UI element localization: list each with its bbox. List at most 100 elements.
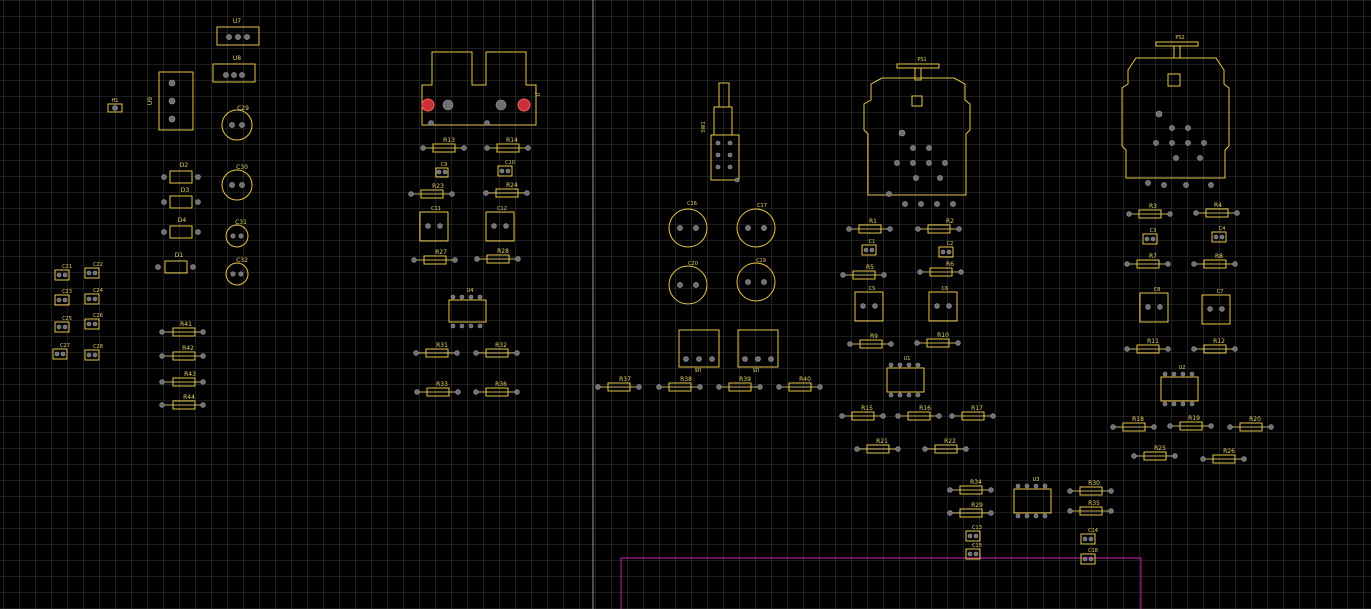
component-d4[interactable]: D4 xyxy=(161,217,201,239)
component-c15[interactable]: C15 xyxy=(965,543,982,560)
component-r3[interactable]: R3 xyxy=(1126,203,1173,219)
component-r37[interactable]: R37 xyxy=(595,376,642,392)
component-c7[interactable]: C7 xyxy=(1201,289,1231,325)
component-r28[interactable]: R28 xyxy=(474,248,521,264)
component-c24[interactable]: C24 xyxy=(84,288,103,305)
component-r41[interactable]: R41 xyxy=(159,321,206,337)
component-r26[interactable]: R26 xyxy=(1200,448,1247,464)
component-c26[interactable]: C26 xyxy=(84,313,103,330)
component-c21[interactable]: C21 xyxy=(54,264,72,281)
component-u3[interactable]: U3 xyxy=(1013,477,1052,519)
component-u8[interactable]: U8 xyxy=(212,55,256,83)
component-r14[interactable]: R14 xyxy=(484,137,531,153)
component-r4[interactable]: R4 xyxy=(1193,202,1240,218)
component-r10[interactable]: R10 xyxy=(914,332,961,348)
component-r11[interactable]: R11 xyxy=(1124,338,1171,354)
component-c4[interactable]: C4 xyxy=(1211,226,1227,243)
component-r20[interactable]: R20 xyxy=(1227,416,1274,432)
component-c14[interactable]: C14 xyxy=(1080,528,1098,545)
designator-r35: R35 xyxy=(1088,500,1100,507)
component-j1[interactable]: J1 xyxy=(421,51,540,126)
component-c27[interactable]: C27 xyxy=(52,343,70,360)
component-c25[interactable]: C25 xyxy=(54,316,72,333)
component-u1[interactable]: U1 xyxy=(886,356,925,398)
component-r35[interactable]: R35 xyxy=(1067,500,1114,516)
component-c1[interactable]: C1 xyxy=(861,239,877,256)
component-u7[interactable]: U7 xyxy=(216,18,260,46)
component-r15[interactable]: R15 xyxy=(839,405,886,421)
component-u5[interactable]: U5 xyxy=(737,329,779,372)
component-d1[interactable]: D1 xyxy=(155,252,196,274)
component-r32[interactable]: R32 xyxy=(473,342,520,358)
component-r27[interactable]: R27 xyxy=(411,249,458,265)
component-r42[interactable]: R42 xyxy=(159,345,206,361)
component-r16[interactable]: R16 xyxy=(895,405,942,421)
component-r17[interactable]: R17 xyxy=(949,405,996,421)
component-r29[interactable]: R29 xyxy=(947,502,994,518)
component-c31[interactable]: C31 xyxy=(225,219,249,248)
component-c16[interactable]: C16 xyxy=(668,201,708,248)
component-c10[interactable]: C10 xyxy=(497,160,515,177)
designator-u3: U3 xyxy=(1033,477,1040,483)
component-r25[interactable]: R25 xyxy=(1131,445,1178,461)
component-sw1[interactable]: SW1 xyxy=(701,82,740,183)
component-r31[interactable]: R31 xyxy=(413,342,460,358)
component-r43[interactable]: R43 xyxy=(159,371,206,387)
component-r40[interactable]: R40 xyxy=(776,376,823,392)
component-c23[interactable]: C23 xyxy=(54,289,72,306)
component-r2[interactable]: R2 xyxy=(915,218,962,234)
component-r22[interactable]: R22 xyxy=(922,438,969,454)
component-c28[interactable]: C28 xyxy=(84,344,103,361)
component-c12[interactable]: C12 xyxy=(485,206,515,242)
designator-c30: C30 xyxy=(236,164,248,171)
component-r18[interactable]: R18 xyxy=(1110,416,1157,432)
component-u9[interactable]: U9 xyxy=(147,71,194,131)
component-r7[interactable]: R7 xyxy=(1124,253,1171,269)
component-d2[interactable]: D2 xyxy=(161,162,201,184)
component-c11[interactable]: C11 xyxy=(419,206,449,242)
component-h1[interactable]: H1 xyxy=(107,98,123,113)
component-c6[interactable]: C6 xyxy=(928,286,958,322)
component-r39[interactable]: R39 xyxy=(716,376,763,392)
component-r13[interactable]: R13 xyxy=(420,137,467,153)
component-r44[interactable]: R44 xyxy=(159,394,206,410)
component-c2[interactable]: C2 xyxy=(938,241,954,258)
component-r12[interactable]: R12 xyxy=(1191,338,1238,354)
component-r1[interactable]: R1 xyxy=(846,218,893,234)
component-r19[interactable]: R19 xyxy=(1167,415,1214,431)
component-r38[interactable]: R38 xyxy=(656,376,703,392)
component-c20[interactable]: C20 xyxy=(668,261,708,305)
component-c5[interactable]: C5 xyxy=(854,286,884,322)
component-r33[interactable]: R33 xyxy=(414,381,461,397)
component-r23[interactable]: R23 xyxy=(408,183,455,199)
component-ps1[interactable]: PS1 xyxy=(863,57,971,207)
component-r24[interactable]: R24 xyxy=(483,182,530,198)
component-c17[interactable]: C17 xyxy=(736,203,776,248)
component-d3[interactable]: D3 xyxy=(161,187,201,209)
component-c18[interactable]: C18 xyxy=(1080,548,1098,565)
component-c8[interactable]: C8 xyxy=(1139,287,1169,323)
designator-r4: R4 xyxy=(1214,202,1222,209)
component-u6[interactable]: U6 xyxy=(678,329,720,372)
component-c19[interactable]: C19 xyxy=(736,258,776,302)
component-ps2[interactable]: PS2 xyxy=(1121,35,1230,188)
component-c22[interactable]: C22 xyxy=(84,262,103,279)
component-c29[interactable]: C29 xyxy=(221,105,253,141)
component-c3[interactable]: C3 xyxy=(1142,228,1158,245)
component-c9[interactable]: C9 xyxy=(435,162,449,178)
designator-r1: R1 xyxy=(869,218,877,225)
component-r9[interactable]: R9 xyxy=(847,333,894,349)
component-r8[interactable]: R8 xyxy=(1191,253,1238,269)
component-r6[interactable]: R6 xyxy=(917,261,964,277)
component-r5[interactable]: R5 xyxy=(840,264,887,280)
component-u2[interactable]: U2 xyxy=(1160,365,1199,407)
component-r21[interactable]: R21 xyxy=(854,438,901,454)
component-c30[interactable]: C30 xyxy=(221,164,253,201)
component-r34[interactable]: R34 xyxy=(947,479,994,495)
component-r30[interactable]: R30 xyxy=(1067,480,1114,496)
component-c32[interactable]: C32 xyxy=(225,257,249,286)
component-u4[interactable]: U4 xyxy=(448,288,487,329)
component-r36[interactable]: R36 xyxy=(473,381,520,397)
component-c13[interactable]: C13 xyxy=(965,525,982,542)
